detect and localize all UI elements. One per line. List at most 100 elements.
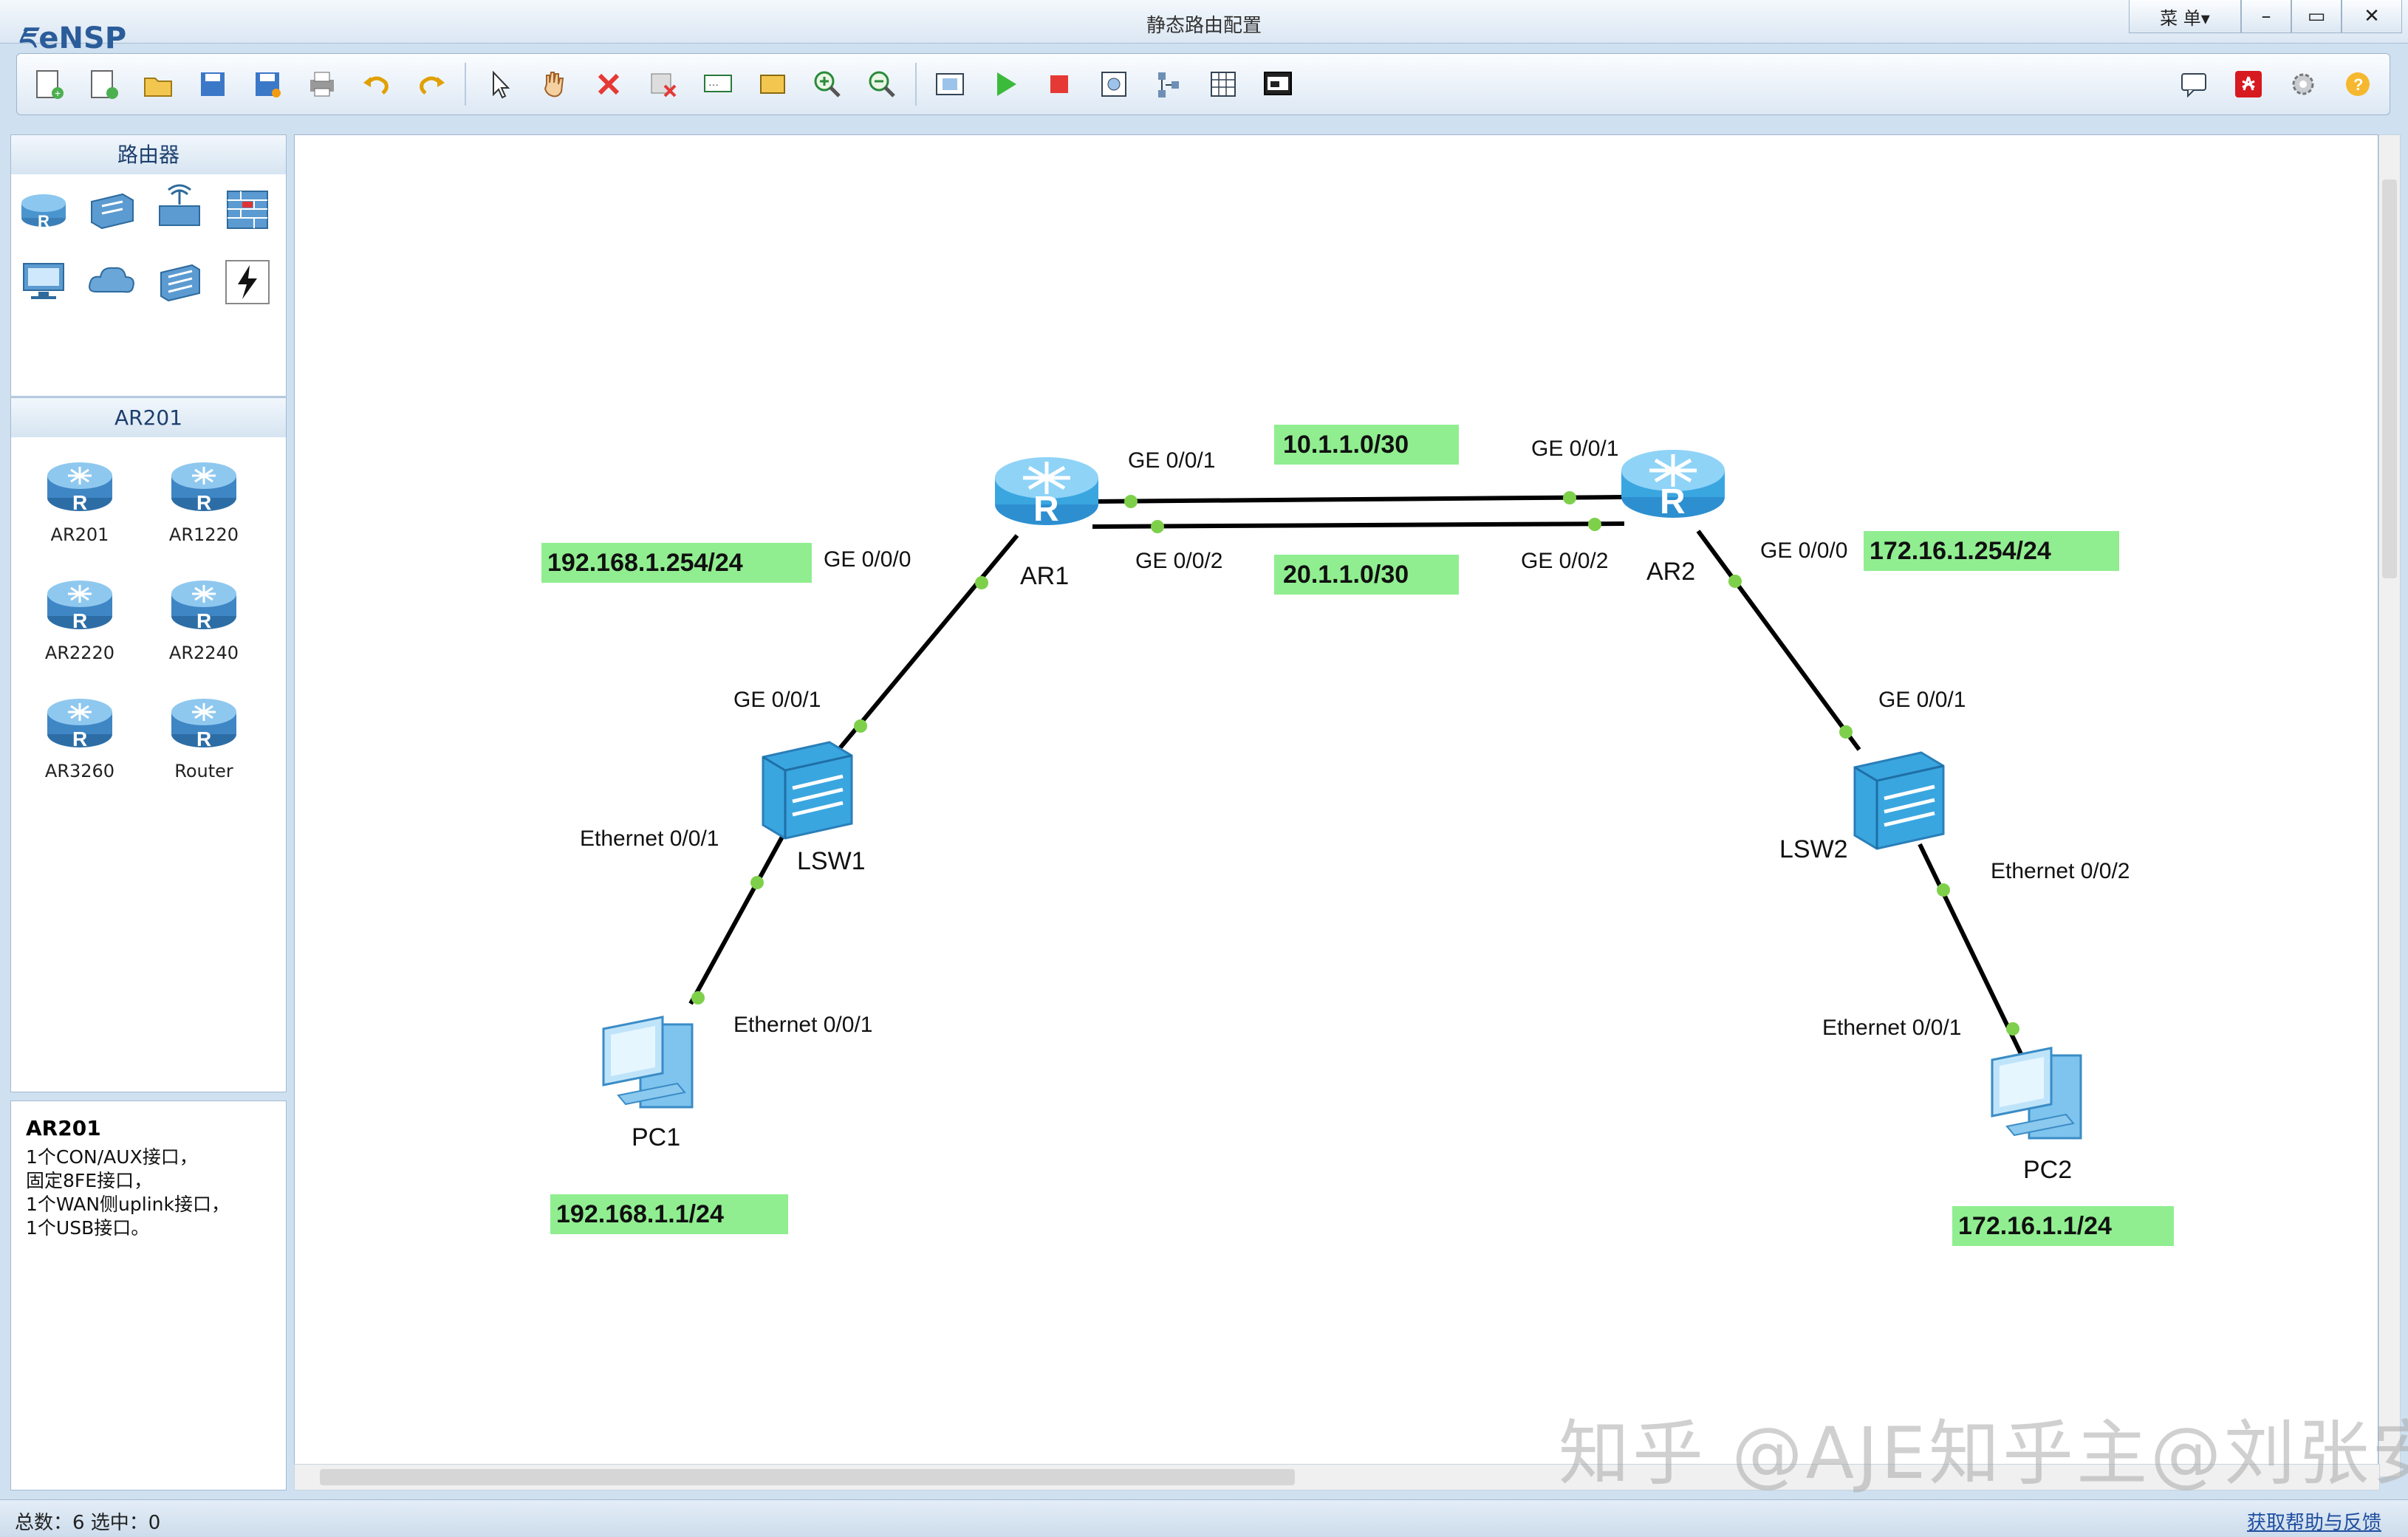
port-dot [691,991,705,1004]
link-lsw2-pc2[interactable] [1918,843,2025,1060]
model-ar3260[interactable]: R AR3260 [24,687,135,781]
ip-tag-pc2: 172.16.1.1/24 [1952,1206,2174,1246]
ensp-logo-icon: ཇ [18,21,36,55]
redo-icon[interactable] [410,63,453,106]
ip-tag-text: 10.1.1.0/30 [1283,431,1409,459]
save-icon[interactable] [191,63,234,106]
minimize-button[interactable]: – [2241,0,2291,33]
new-topology-icon[interactable]: + [27,63,70,106]
pc-pc2[interactable] [1991,1047,2082,1140]
zoom-in-icon[interactable] [806,63,849,106]
wireless-category-icon[interactable] [153,183,206,236]
ip-tag-text: 172.16.1.1/24 [1958,1212,2112,1240]
svg-text:R: R [1660,482,1686,521]
device-label-ar1: AR1 [1020,562,1069,590]
other-device-icon[interactable] [153,256,206,309]
port-label: GE 0/0/1 [1531,437,1618,461]
description-line: 1个CON/AUX接口， [26,1146,198,1168]
ip-tag-text: 192.168.1.1/24 [556,1200,724,1228]
router-category-icon[interactable]: R [17,183,70,236]
port-dot [750,876,764,889]
connection-icon[interactable] [221,256,274,309]
link-ar1-ar2-2[interactable] [1092,521,1625,529]
menu-button[interactable]: 菜 单▾ [2129,0,2241,33]
link-lsw1-pc1[interactable] [688,835,784,1005]
svg-text:R: R [72,609,87,632]
device-label-lsw1: LSW1 [797,847,866,875]
svg-text:R: R [72,491,87,514]
print-icon[interactable] [301,63,343,106]
zoom-out-icon[interactable] [861,63,903,106]
link-ar1-lsw1[interactable] [838,534,1019,750]
model-label: AR1220 [168,524,239,545]
model-ar2240[interactable]: R AR2240 [148,569,259,663]
capture-icon[interactable] [1092,63,1135,106]
device-label-pc2: PC2 [2023,1156,2072,1184]
model-ar2220[interactable]: R AR2220 [24,569,135,663]
status-bar: 总数：6 选中：0 获取帮助与反馈 [0,1499,2408,1537]
topology-canvas[interactable]: R R [294,134,2378,1477]
link-ar2-lsw2[interactable] [1696,530,1861,751]
cli-icon[interactable] [1256,63,1299,106]
svg-text:+: + [55,87,61,99]
help-feedback-link[interactable]: 获取帮助与反馈 [2246,1512,2381,1534]
category-header: 路由器 [10,134,287,176]
fit-icon[interactable] [928,63,971,106]
delete-icon[interactable] [587,63,630,106]
port-label: GE 0/0/1 [1878,688,1966,712]
description-line: 1个USB接口。 [26,1217,150,1239]
link-ar1-ar2-1[interactable] [1092,495,1625,504]
toolbar: + ··· ? [16,53,2390,115]
watermark: 知乎 @AJE知乎主@刘张安 [1559,1412,2408,1495]
horizontal-scrollbar[interactable] [294,1464,2380,1490]
switch-category-icon[interactable] [85,183,138,236]
device-description: AR201 1个CON/AUX接口， 固定8FE接口， 1个WAN侧uplink… [10,1100,287,1490]
area-icon[interactable] [751,63,794,106]
maximize-button[interactable]: ▭ [2291,0,2342,33]
port-label: Ethernet 0/0/2 [1991,859,2130,883]
grid-icon[interactable] [1202,63,1245,106]
port-dot [1588,518,1601,531]
model-ar201[interactable]: R AR201 [24,451,135,545]
pc-category-icon[interactable] [17,256,70,309]
toolbar-separator [915,63,917,106]
cloud-category-icon[interactable] [85,256,138,309]
save-as-icon[interactable] [246,63,289,106]
undo-icon[interactable] [355,63,398,106]
topology-icon[interactable] [1147,63,1190,106]
start-device-icon[interactable] [983,63,1026,106]
vertical-scroll-thumb[interactable] [2382,179,2397,578]
router-icon: R [47,462,112,514]
settings-gear-icon[interactable] [2282,63,2325,106]
huawei-logo-icon[interactable] [2227,63,2270,106]
router-ar1[interactable]: R [995,457,1098,529]
svg-text:R: R [196,491,211,514]
router-ar2[interactable]: R [1621,450,1725,521]
new-example-icon[interactable] [82,63,125,106]
stop-device-icon[interactable] [1038,63,1081,106]
delete-link-icon[interactable] [642,63,685,106]
select-pointer-icon[interactable] [478,63,521,106]
open-icon[interactable] [137,63,179,106]
message-icon[interactable] [2172,63,2215,106]
switch-lsw1[interactable] [762,741,853,840]
model-ar1220[interactable]: R AR1220 [148,451,259,545]
ip-tag-link1: 10.1.1.0/30 [1274,425,1459,465]
hand-drag-icon[interactable] [533,63,575,106]
category-icon-grid: R [10,174,287,397]
model-router[interactable]: R Router [148,687,259,781]
model-label: AR2220 [44,643,115,663]
app-name: eNSP [38,21,127,55]
switch-lsw2[interactable] [1853,751,1945,850]
description-line: 固定8FE接口， [26,1170,153,1191]
port-dot [1728,575,1742,588]
close-button[interactable]: ✕ [2342,0,2402,33]
port-label: GE 0/0/0 [824,547,911,572]
help-icon[interactable]: ? [2336,63,2379,106]
horizontal-scroll-thumb[interactable] [320,1469,1295,1485]
vertical-scrollbar[interactable] [2378,134,2401,1477]
device-label-pc1: PC1 [632,1123,680,1151]
text-icon[interactable]: ··· [697,63,739,106]
pc-pc1[interactable] [602,1016,694,1109]
firewall-category-icon[interactable] [221,183,274,236]
